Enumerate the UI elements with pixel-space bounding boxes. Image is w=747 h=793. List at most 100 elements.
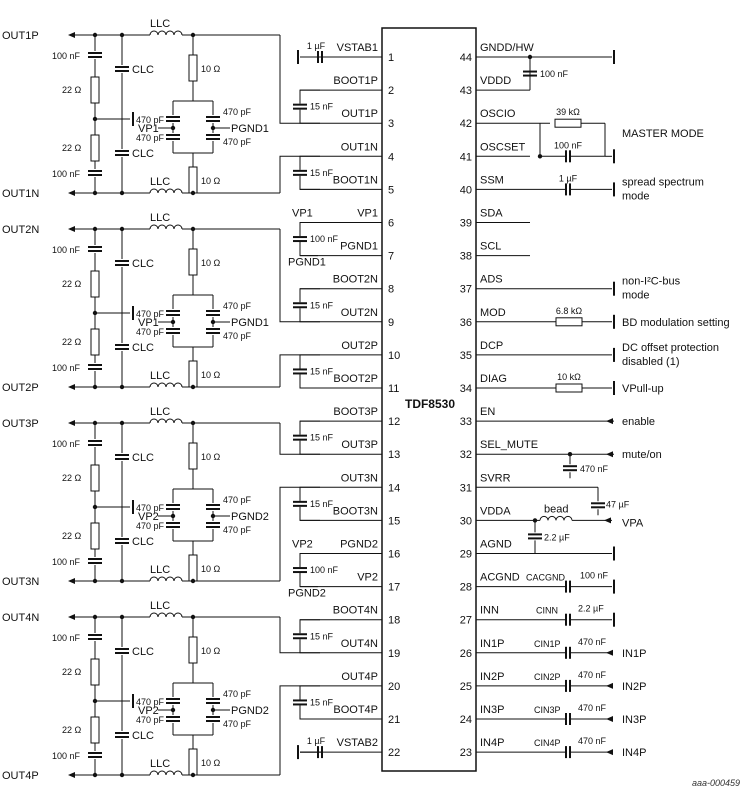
pin-label: VP2 (357, 572, 378, 584)
pin-label: OUT2N (341, 307, 378, 319)
pgnd-label: PGND2 (231, 705, 269, 717)
bootstrap-capacitor: 15 nF (293, 288, 334, 323)
osc-cap-value: 100 nF (554, 140, 583, 150)
input-terminal-label: IN1P (622, 648, 646, 660)
cap-value: 470 pF (223, 495, 252, 505)
pin-label: BOOT3P (333, 406, 378, 418)
pin-label: OSCSET (480, 141, 526, 153)
cap-value: 470 pF (136, 715, 165, 725)
pgnd-label: PGND2 (288, 588, 326, 600)
res-value: 22 Ω (62, 725, 82, 735)
pin-number: 8 (388, 284, 394, 296)
output-terminal-negative: OUT2P (2, 382, 39, 394)
pin-number: 23 (460, 747, 472, 759)
pin-number: 15 (388, 515, 400, 527)
ads-note: mode (622, 290, 650, 302)
cap-value: 100 nF (52, 439, 81, 449)
clc-label: CLC (132, 258, 154, 270)
ssm-note: spread spectrum (622, 176, 704, 188)
vstab-capacitor: 1 µF (297, 736, 326, 760)
res-value: 22 Ω (62, 143, 82, 153)
master-mode-note: MASTER MODE (622, 128, 704, 140)
cap-value: 470 pF (223, 525, 252, 535)
cap-value: 470 pF (223, 689, 252, 699)
pin-number: 30 (460, 515, 472, 527)
pin-label: BOOT4N (333, 605, 378, 617)
boot-cap-value: 15 nF (310, 499, 334, 509)
pin-number: 27 (460, 615, 472, 627)
bootstrap-capacitor: 15 nF (293, 420, 334, 455)
vstab-cap-value: 1 µF (307, 736, 326, 746)
acgnd-cap-label: CACGND (526, 573, 566, 583)
cap-value: 470 pF (223, 301, 252, 311)
cap-value: 470 pF (136, 327, 165, 337)
pin-number: 17 (388, 582, 400, 594)
res-value: 10 Ω (201, 258, 221, 268)
vstab-capacitor: 1 µF (297, 41, 326, 64)
cap-value: 470 pF (136, 521, 165, 531)
input-cap-label: CIN4P (534, 738, 561, 748)
dcp-note: DC offset protection (622, 342, 719, 354)
input-terminal-label: IN2P (622, 681, 646, 693)
pin-label: BOOT1N (333, 174, 378, 186)
boot-cap-value: 15 nF (310, 433, 334, 443)
cap-value: 100 nF (52, 557, 81, 567)
figure-id: aaa-000459 (692, 778, 740, 788)
boot-cap-value: 15 nF (310, 697, 334, 707)
bootstrap-capacitor: 15 nF (293, 486, 334, 521)
supply-cap-value: 100 nF (310, 234, 339, 244)
cap-value: 100 nF (52, 363, 81, 373)
pin-label: OUT3N (341, 472, 378, 484)
pin-label: GNDD/HW (480, 42, 534, 54)
pin-number: 12 (388, 416, 400, 428)
supply-cap-value: 100 nF (310, 565, 339, 575)
supply-label: VP1 (138, 317, 159, 329)
pin-label: AGND (480, 539, 512, 551)
cap-value: 470 pF (136, 115, 165, 125)
pin-number: 37 (460, 284, 472, 296)
output-terminal-negative: OUT4P (2, 770, 39, 782)
vpa-label: VPA (622, 517, 644, 529)
input-cap-label: CIN1P (534, 639, 561, 649)
res-value: 22 Ω (62, 531, 82, 541)
pin-number: 29 (460, 549, 472, 561)
boot-cap-value: 15 nF (310, 168, 334, 178)
inductor-label: LLC (150, 758, 170, 770)
pin-number: 42 (460, 118, 472, 130)
res-value: 10 Ω (201, 176, 221, 186)
pin-number: 34 (460, 383, 472, 395)
pin-label: INN (480, 605, 499, 617)
clc-label: CLC (132, 64, 154, 76)
pin-number: 2 (388, 85, 394, 97)
pin-number: 22 (388, 747, 400, 759)
pin-number: 18 (388, 615, 400, 627)
vdda-cap-value: 2.2 µF (544, 532, 570, 542)
boot-cap-value: 15 nF (310, 300, 334, 310)
pin-number: 10 (388, 350, 400, 362)
pin-label: VSTAB1 (337, 42, 378, 54)
input-cap-value: 470 nF (578, 637, 607, 647)
cap-value: 470 pF (223, 719, 252, 729)
res-value: 10 Ω (201, 758, 221, 768)
pin-number: 14 (388, 482, 400, 494)
pin-number: 31 (460, 482, 472, 494)
pin-number: 11 (388, 383, 399, 395)
pin-label: VDDA (480, 505, 511, 517)
res-value: 22 Ω (62, 85, 82, 95)
pin-label: SVRR (480, 472, 511, 484)
pin-number: 38 (460, 251, 472, 263)
cap-value: 100 nF (52, 51, 81, 61)
pgnd-label: PGND1 (231, 317, 269, 329)
pin-number: 25 (460, 681, 472, 693)
pin-number: 40 (460, 184, 472, 196)
pin-number: 26 (460, 648, 472, 660)
output-terminal-positive: OUT1P (2, 30, 39, 42)
pin-label: VSTAB2 (337, 737, 378, 749)
input-cap-label: CIN3P (534, 705, 561, 715)
mod-res-value: 6.8 kΩ (556, 306, 583, 316)
acgnd-cap-value: 100 nF (580, 571, 609, 581)
res-value: 10 Ω (201, 646, 221, 656)
cap-value: 100 nF (52, 633, 81, 643)
